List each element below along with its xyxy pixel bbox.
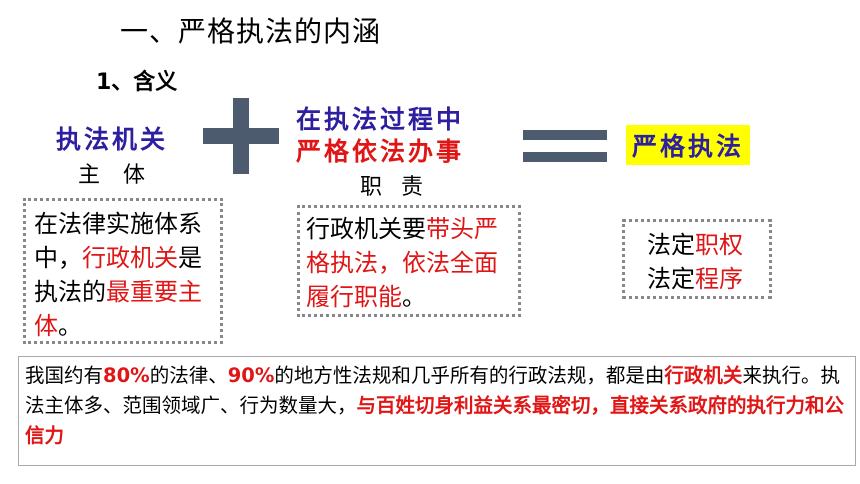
duty-text-1: 行政机关要 [306, 215, 426, 243]
duty-explanation-box: 行政机关要带头严格执法，依法全面履行职能。 [297, 205, 521, 317]
subject-caption: 主 体 [78, 163, 153, 188]
result-line-1a: 法定 [647, 231, 695, 259]
note-box: 我国约有80%的法律、90%的地方性法规和几乎所有的行政法规，都是由行政机关来执… [18, 356, 856, 466]
duty-line-2: 严格依法办事 [296, 137, 465, 166]
result-line-2a: 法定 [647, 265, 695, 293]
result-line-1b: 职权 [695, 231, 743, 259]
duty-text-2: 带头严格执法，依法全面履行职能 [306, 215, 498, 311]
duty-text-3: 。 [402, 283, 426, 311]
result-line-2b: 程序 [695, 265, 743, 293]
equals-icon [523, 130, 607, 162]
note-text-1: 我国约有 [25, 364, 104, 387]
subject-text-4: 最重要主体 [34, 278, 202, 340]
note-text-6: 行政机关 [664, 364, 743, 387]
subject-text-2: 行政机关 [82, 244, 178, 272]
duty-line-1: 在执法过程中 [296, 105, 465, 134]
subject-text-5: 。 [58, 312, 82, 340]
subject-text-3: 是执法的 [34, 244, 202, 306]
note-text-7: 来执行。执法主体多、范围领域广、行为数量大， [25, 364, 840, 417]
note-text-3: 的法律、 [149, 364, 228, 387]
subject-explanation-box: 在法律实施体系中，行政机关是执法的最重要主体。 [23, 198, 223, 344]
result-explanation-box: 法定职权法定程序 [622, 219, 772, 299]
note-text-4: 90% [227, 364, 275, 387]
subject-text-1: 在法律实施体系中， [34, 210, 202, 272]
section-subtitle: 1、含义 [96, 70, 178, 95]
result-line-1: 法定职权 [647, 228, 747, 262]
note-text-2: 80% [103, 364, 150, 387]
page-title: 一、严格执法的内涵 [120, 15, 382, 48]
subject-label: 执法机关 [56, 125, 169, 154]
result-line-2: 法定程序 [647, 262, 747, 296]
result-label: 严格执法 [626, 125, 751, 165]
note-text-8: 与百姓切身利益关系最密切，直接关系政府的执行力和公信力 [25, 394, 845, 447]
duty-caption: 职 责 [360, 175, 429, 200]
note-text-5: 的地方性法规和几乎所有的行政法规，都是由 [274, 364, 665, 387]
plus-icon [203, 98, 279, 174]
